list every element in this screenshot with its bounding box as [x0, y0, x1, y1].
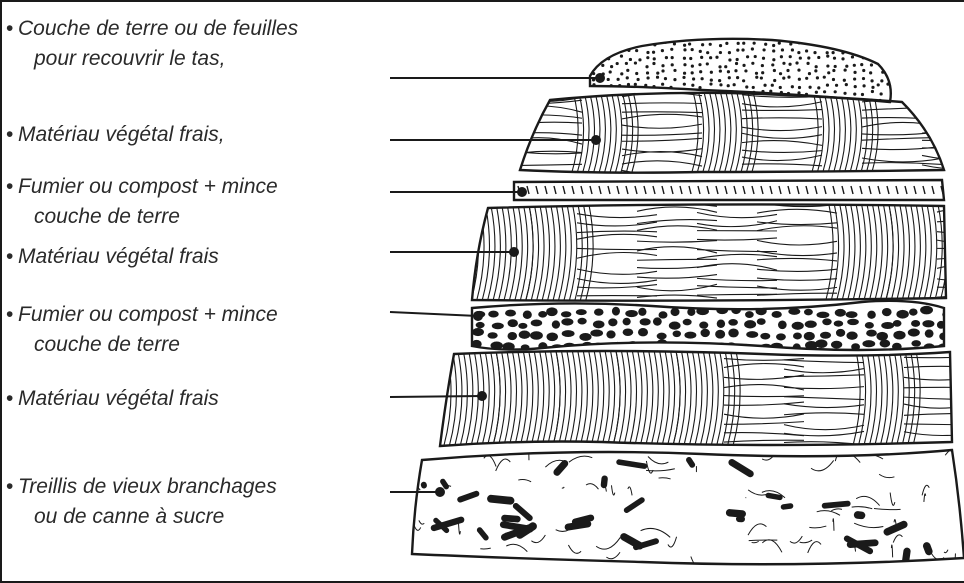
leader-dot-1 — [596, 74, 604, 82]
bullet-icon: • — [2, 172, 18, 202]
leader-dot-6 — [478, 392, 486, 400]
leader-line-6 — [390, 396, 482, 397]
leader-dot-5 — [474, 312, 482, 320]
leader-dot-2 — [592, 136, 600, 144]
branch-lattice — [400, 445, 964, 568]
bullet-icon: • — [2, 242, 18, 272]
plant-fibres-3 — [430, 342, 964, 456]
label-plant-2: •Matériau végétal frais — [2, 242, 219, 272]
bullet-icon: • — [2, 384, 18, 414]
leader-dot-3 — [518, 188, 526, 196]
bullet-icon: • — [2, 300, 18, 330]
bullet-icon: • — [2, 472, 18, 502]
layer-outline-branch — [412, 450, 964, 564]
plant-fibres-2 — [463, 196, 964, 310]
label-plant-1: •Matériau végétal frais, — [2, 120, 225, 150]
manure-blobs-2 — [471, 306, 951, 352]
bullet-icon: • — [2, 120, 18, 150]
bullet-icon: • — [2, 14, 18, 44]
layer-textures — [400, 41, 964, 568]
manure-strip-1 — [518, 186, 943, 194]
label-plant-3: •Matériau végétal frais — [2, 384, 219, 414]
leader-line-5 — [390, 312, 478, 316]
leader-dot-4 — [510, 248, 518, 256]
leader-dot-7 — [436, 488, 444, 496]
